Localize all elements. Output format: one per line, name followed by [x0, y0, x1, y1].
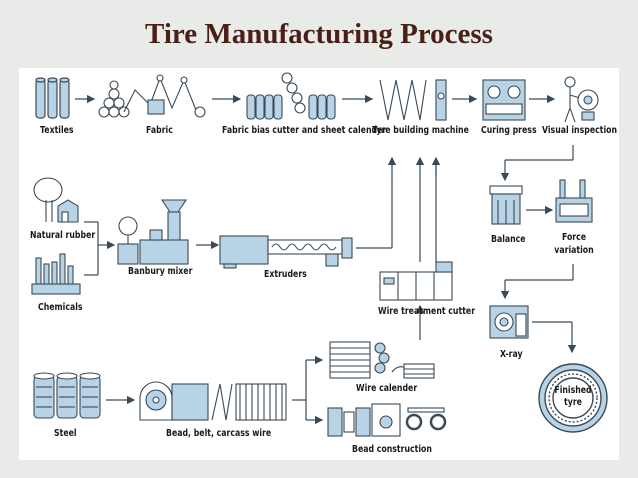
label-fabric: Fabric: [146, 125, 173, 136]
label-natural-rubber: Natural rubber: [30, 230, 96, 241]
balance-icon: [489, 185, 523, 225]
label-textiles: Textiles: [40, 125, 74, 136]
label-balance: Balance: [491, 234, 526, 245]
bead-construction-icon: [327, 403, 447, 437]
label-x-ray: X-ray: [500, 349, 523, 360]
label-banbury-mixer: Banbury mixer: [128, 266, 193, 277]
extruders-icon: [219, 235, 353, 269]
banbury-mixer-icon: [117, 199, 189, 265]
fabric-icon: [98, 74, 206, 118]
curing-press-icon: [482, 79, 526, 121]
label-bead-belt-carcass: Bead, belt, carcass wire: [166, 428, 272, 439]
label-curing-press: Curing press: [481, 125, 537, 136]
chemicals-icon: [31, 253, 81, 295]
label-chemicals: Chemicals: [38, 302, 83, 313]
tyre-building-machine-icon: [379, 79, 447, 121]
force-variation-icon: [555, 179, 593, 223]
wire-calender-icon: [329, 341, 435, 379]
label-finished-tyre-line2: tyre: [564, 397, 582, 408]
visual-inspection-icon: [564, 76, 599, 123]
label-force-variation-line1: Force: [561, 232, 587, 243]
bead-belt-carcass-wire-icon: [139, 381, 287, 421]
label-force-variation-line2: variation: [554, 245, 594, 256]
page-title: Tire Manufacturing Process: [145, 18, 493, 50]
label-visual-inspection: Visual inspection: [542, 125, 618, 136]
label-wire-treatment-cutter: Wire treatment cutter: [378, 306, 476, 317]
wire-treatment-cutter-icon: [379, 261, 453, 301]
label-steel: Steel: [54, 428, 77, 439]
x-ray-icon: [489, 305, 529, 339]
label-bead-construction: Bead construction: [352, 444, 432, 455]
label-extruders: Extruders: [264, 269, 307, 280]
label-wire-calender: Wire calender: [356, 383, 418, 394]
natural-rubber-icon: [33, 177, 79, 223]
label-tyre-building-machine: Tyre building machine: [372, 125, 469, 136]
fabric-bias-cutter-icon: [246, 72, 336, 120]
label-finished-tyre-line1: Finished: [554, 385, 592, 396]
textiles-icon: [35, 77, 70, 119]
steel-icon: [33, 372, 101, 419]
finished-tyre-icon: [538, 363, 608, 433]
label-fabric-bias-cutter: Fabric bias cutter and sheet calender: [222, 125, 387, 136]
